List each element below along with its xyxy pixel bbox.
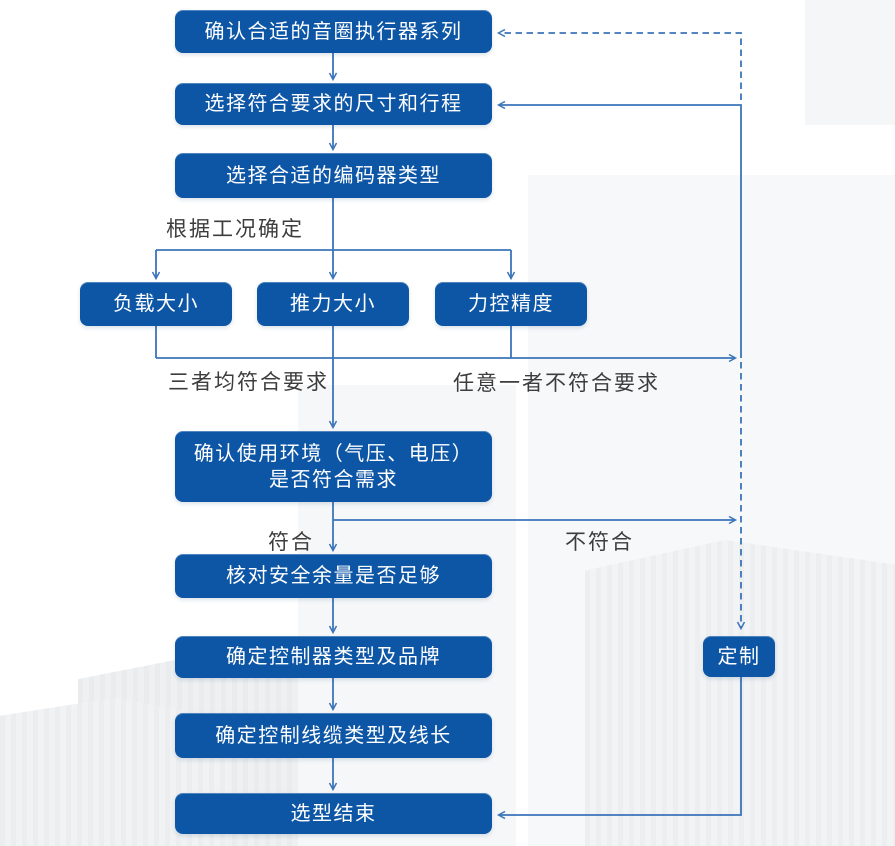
flow-node-end: 选型结束 <box>175 793 492 834</box>
flow-node-load: 负载大小 <box>80 282 232 326</box>
label-meet: 符合 <box>268 531 314 554</box>
flow-node-safety-margin: 核对安全余量是否足够 <box>175 554 492 598</box>
environment-line1: 确认使用环境（气压、电压） <box>193 442 474 465</box>
flow-node-encoder: 选择合适的编码器类型 <box>175 153 492 198</box>
flow-node-size-stroke: 选择符合要求的尺寸和行程 <box>175 83 492 125</box>
arrow-custom-to-end <box>496 677 742 820</box>
flow-node-force-precision: 力控精度 <box>435 282 587 326</box>
flow-node-cable: 确定控制线缆类型及线长 <box>175 713 492 758</box>
label-not-meet: 不符合 <box>565 531 634 554</box>
flow-node-environment: 确认使用环境（气压、电压） 是否符合需求 <box>175 431 492 502</box>
label-condition: 根据工况确定 <box>166 218 304 241</box>
dashed-arrow-rail-to-series <box>496 28 742 100</box>
label-all-meet: 三者均符合要求 <box>168 371 329 394</box>
flow-node-series: 确认合适的音圈执行器系列 <box>175 10 492 53</box>
flow-node-custom: 定制 <box>703 636 775 677</box>
label-any-not-meet: 任意一者不符合要求 <box>453 372 660 395</box>
flow-node-thrust: 推力大小 <box>257 282 409 326</box>
environment-line2: 是否符合需求 <box>269 468 398 491</box>
flow-node-controller: 确定控制器类型及品牌 <box>175 636 492 678</box>
